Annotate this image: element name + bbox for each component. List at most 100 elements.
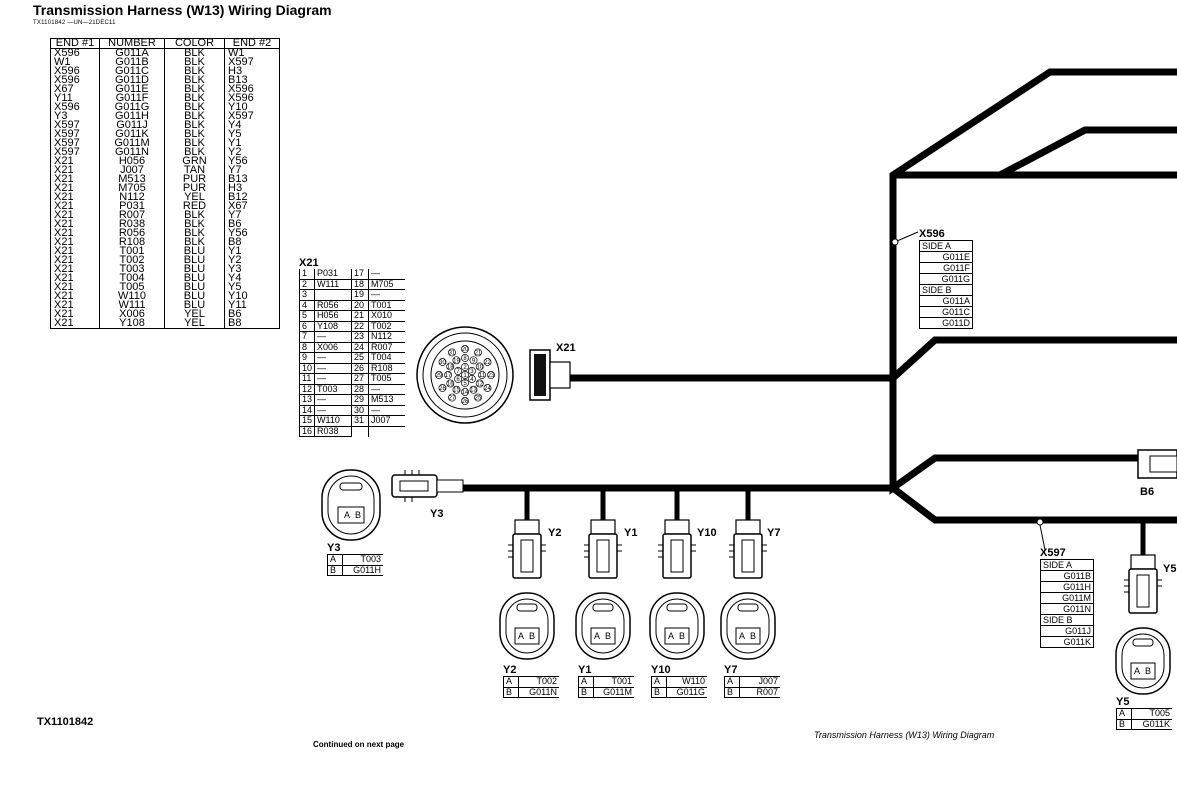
x21-pin-wire: — (314, 331, 352, 343)
pin-a-label: A (724, 676, 740, 688)
x21-pin-wire: X010 (368, 310, 406, 322)
x21-face-pin (454, 367, 463, 375)
x21-face-pin (452, 356, 461, 365)
splice-wire: G011B (1041, 571, 1093, 582)
splice-x596 (891, 238, 899, 246)
x21-face-pin-label: 18 (447, 365, 454, 371)
y2-lead-label: Y2 (548, 527, 562, 539)
x21-pin-wire: W110 (314, 415, 352, 427)
x21-face-pin-label: 15 (453, 388, 460, 394)
x21-face-pin-label: 4 (470, 377, 474, 383)
splice-x597 (1036, 518, 1044, 526)
x21-pin-wire: M513 (368, 394, 406, 406)
pin-a-wire: J007 (739, 676, 780, 688)
x21-table-title: X21 (299, 257, 319, 269)
x21-face-pin (461, 397, 469, 405)
x21-pin-wire: H056 (314, 310, 352, 322)
x21-face-pin-label: 14 (462, 390, 469, 396)
x21-pin-wire: R007 (368, 342, 406, 353)
y2-connector (499, 519, 555, 660)
x21-pin-number: 3 (298, 289, 315, 301)
splice-side-a-label: SIDE A (920, 241, 972, 252)
pin-b-wire: G011M (593, 687, 634, 698)
x21-pin-number: 5 (298, 310, 315, 322)
x21-face-pin-label: 2 (463, 365, 467, 371)
y2-table-title: Y2 (503, 664, 517, 676)
pin-a-label: A (578, 676, 594, 688)
splice-wire: G011D (942, 318, 970, 328)
y10-lead-label: Y10 (697, 527, 717, 539)
x21-label: X21 (556, 342, 576, 354)
wire-end2: Y56 (224, 228, 280, 239)
x21-pin-number: 22 (351, 321, 369, 332)
x21-pin-empty (351, 426, 369, 437)
y2-face-pin-a: A (518, 631, 525, 641)
pin-a-wire: T001 (593, 676, 634, 688)
x21-pin-number: 11 (298, 373, 315, 385)
pin-b-wire: R007 (739, 687, 780, 698)
pin-b-wire: G011H (342, 565, 383, 576)
x21-face-pin-label: 13 (470, 388, 477, 394)
pin-b-label: B (724, 687, 740, 698)
wire-end2: X596 (224, 84, 280, 95)
wire-end2: B8 (224, 318, 280, 329)
x21-face-pin (435, 371, 443, 379)
x21-face-pin-label: 31 (449, 350, 456, 356)
wire-end2: Y7 (224, 210, 280, 221)
x21-pin-number: 16 (298, 426, 315, 437)
x21-pin-wire: — (368, 289, 406, 301)
splice-wire: G011G (920, 274, 972, 285)
x21-face-pin-label: 28 (439, 386, 446, 392)
x596-label: X596 (919, 228, 945, 240)
x21-pin-number: 20 (351, 300, 369, 311)
wire-end2: Y7 (224, 165, 280, 176)
x21-pin-number: 30 (351, 405, 369, 416)
x21-face-pin (446, 379, 455, 388)
page-title: Transmission Harness (W13) Wiring Diagra… (33, 2, 332, 18)
x21-face-pin (475, 362, 484, 371)
x21-face-pin-label: 6 (456, 377, 460, 383)
x21-face-pin-label: 7 (456, 369, 460, 375)
splice-wire: G011H (1041, 582, 1093, 593)
y5-table-title: Y5 (1116, 696, 1130, 708)
x21-face-pin-label: 8 (463, 356, 467, 362)
x21-pin-wire: T002 (368, 321, 406, 332)
pin-a-wire: W110 (666, 676, 707, 688)
x21-pin-wire: M705 (368, 279, 406, 290)
x21-pin-wire: P031 (314, 268, 352, 280)
x21-pin-number: 23 (351, 331, 369, 343)
pin-a-label: A (651, 676, 667, 688)
x21-face-pin (483, 384, 492, 392)
x21-pin-wire: J007 (368, 415, 406, 427)
wire-end2: B12 (224, 192, 280, 203)
x21-pin-wire: N112 (368, 331, 406, 343)
x21-pin-number: 1 (298, 268, 315, 280)
x21-pin-wire: T004 (368, 352, 406, 364)
x21-face-pin-label: 9 (472, 358, 476, 364)
wire-end2: Y5 (224, 129, 280, 140)
y1-face-pin-a: A (594, 631, 601, 641)
wire-end2: Y1 (224, 138, 280, 149)
y2-face-pin-b: B (529, 631, 536, 641)
wire-end2: X597 (224, 57, 280, 68)
x21-face-pin (448, 348, 456, 357)
x21-pin-number: 28 (351, 384, 369, 395)
footer-caption: Transmission Harness (W13) Wiring Diagra… (814, 730, 995, 740)
x21-face-pin-label: 20 (462, 347, 469, 353)
